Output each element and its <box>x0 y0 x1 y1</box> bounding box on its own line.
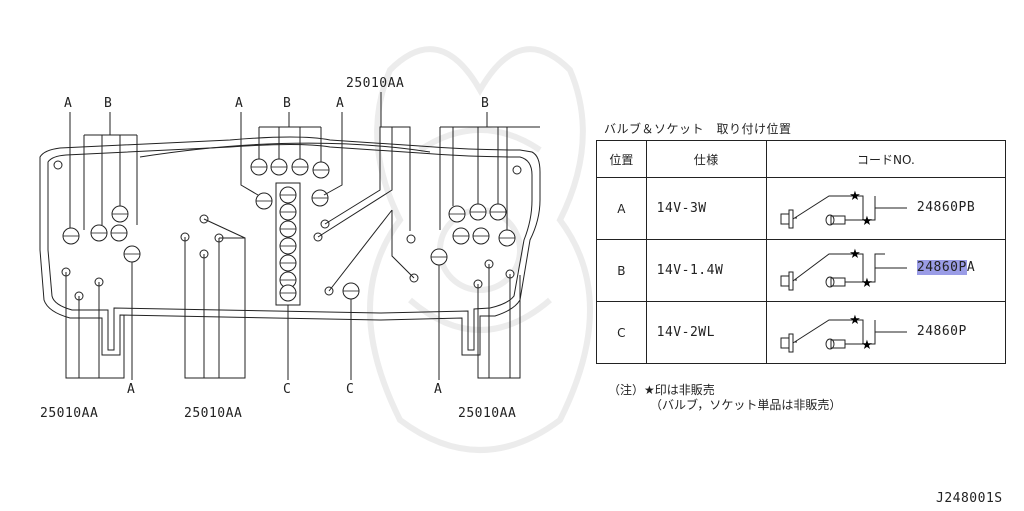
label-bottom-a1: A <box>127 382 136 397</box>
row-spec: 14V-2WL <box>645 301 767 364</box>
bulb-socket-symbol: ★ ★ <box>780 313 907 353</box>
header-position: 位置 <box>596 140 647 178</box>
header-spec: 仕様 <box>645 140 767 178</box>
label-left-a: A <box>64 96 73 111</box>
svg-text:★: ★ <box>849 247 861 262</box>
label-bottom-part2: 25010AA <box>184 406 243 421</box>
label-center-b: B <box>283 96 292 111</box>
note-line-1: （注）★印は非販売 <box>608 383 715 397</box>
row-position: A <box>596 177 647 240</box>
code-suffix: A <box>966 260 976 275</box>
note-line-2: （バルブ，ソケット単品は非販売） <box>650 398 842 412</box>
row-code-cell: ★ ★ 24860P <box>765 301 1007 364</box>
label-bottom-c1: C <box>283 382 292 397</box>
label-bottom-part1: 25010AA <box>40 406 99 421</box>
label-center-a2: A <box>336 96 345 111</box>
row-spec: 14V-1.4W <box>645 239 767 302</box>
label-top-part: 25010AA <box>346 76 405 91</box>
table-row: C 14V-2WL ★ ★ 24860P <box>596 301 1007 364</box>
svg-text:★: ★ <box>861 338 873 353</box>
row-spec: 14V-3W <box>645 177 767 240</box>
header-code: コードNO. <box>765 140 1007 178</box>
table-header-row: 位置 仕様 コードNO. <box>596 140 1007 178</box>
cluster-outline <box>39 136 541 356</box>
row-code-cell: ★ ★ 24860PB <box>765 177 1007 240</box>
svg-text:★: ★ <box>861 214 873 229</box>
label-left-b: B <box>104 96 113 111</box>
label-bottom-a2: A <box>434 382 443 397</box>
row-position: C <box>596 301 647 364</box>
leader-lines <box>65 92 540 380</box>
label-bottom-c2: C <box>346 382 355 397</box>
row-code-cell: ★ ★ 24860PA <box>765 239 1007 302</box>
bulb-socket-table: 位置 仕様 コードNO. A 14V-3W ★ ★ 24860PB <box>596 140 1007 364</box>
label-center-a1: A <box>235 96 244 111</box>
table-row: B 14V-1.4W ★ ★ 24860PA <box>596 239 1007 302</box>
code-value: 24860P <box>916 324 967 339</box>
svg-text:★: ★ <box>849 189 861 204</box>
bulb-socket-symbol: ★ ★ <box>780 247 907 291</box>
table-row: A 14V-3W ★ ★ 24860PB <box>596 177 1007 240</box>
label-right-b: B <box>481 96 490 111</box>
bulb-socket-symbol: ★ ★ <box>780 189 907 229</box>
label-bottom-part3: 25010AA <box>458 406 517 421</box>
table-title: バルブ＆ソケット 取り付け位置 <box>604 122 792 136</box>
svg-text:★: ★ <box>849 313 861 328</box>
reference-code: J248001S <box>936 491 1003 506</box>
code-value-highlighted: 24860P <box>916 260 967 275</box>
code-value: 24860PB <box>916 200 976 215</box>
svg-text:★: ★ <box>861 276 873 291</box>
row-position: B <box>596 239 647 302</box>
divider-arc <box>139 142 431 158</box>
watermark-logo <box>367 46 593 453</box>
